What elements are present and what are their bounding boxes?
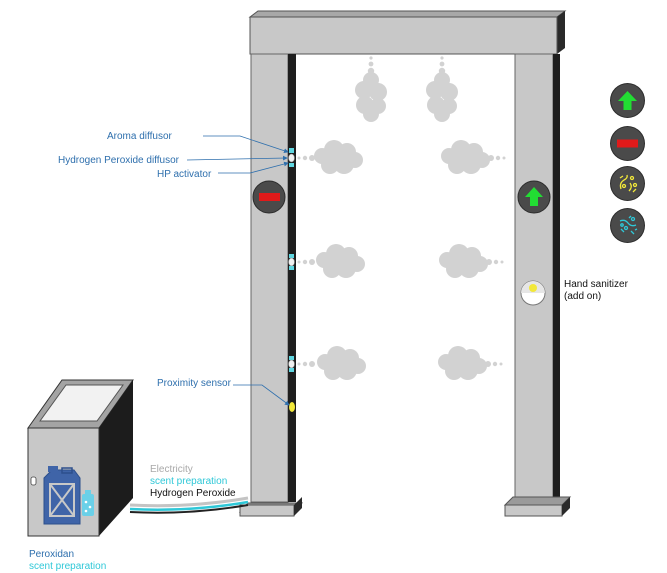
peroxidan-label: Peroxidan [29,549,75,560]
diffusor-nozzle-1 [288,148,295,167]
electricity-label: Electricity [150,464,193,475]
hydrogen-peroxide-label: Hydrogen Peroxide [150,488,236,499]
proximity-sensor-dot [289,402,295,412]
red-minus-icon[interactable] [611,127,644,160]
supply-hoses [129,496,249,514]
proximity-sensor-label: Proximity sensor [157,378,231,389]
jerrycan-icon [43,466,81,525]
mist-cloud-left-3 [297,346,366,380]
cyan-spray-icon[interactable] [611,209,644,242]
aroma-diffusor-label: Aroma diffusor [107,131,172,142]
hydrogen-peroxide-diffusor-label: Hydrogen Peroxide diffusor [58,155,179,166]
diffusor-nozzle-2 [288,254,295,270]
green-up-arrow-icon[interactable] [611,84,644,117]
yellow-spray-icon[interactable] [611,167,644,200]
hand-sanitizer [520,280,546,306]
mist-cloud-left-1 [297,140,363,174]
gate-go-indicator [517,180,551,214]
mist-cloud-right-1 [441,140,506,174]
hand-sanitizer-addon-label: (add on) [564,291,602,302]
hand-sanitizer-label: Hand sanitizer [564,279,628,290]
scent-preparation-hose-label: scent preparation [150,476,228,487]
mist-clouds [297,56,506,380]
scent-bottle-icon [82,490,94,516]
mist-cloud-left-2 [297,244,365,278]
mist-cloud-right-3 [438,346,503,380]
gate-stop-indicator [252,180,286,214]
gate-frame [238,10,572,517]
mist-cloud-right-2 [439,244,504,278]
scent-preparation-label: scent preparation [29,561,107,572]
mist-cloud-top-right [426,56,458,122]
hp-activator-label: HP activator [157,169,212,180]
peroxidan-machine [27,379,134,537]
diffusor-nozzle-3 [288,356,295,372]
mist-cloud-top-left [355,56,387,122]
leader-lines [186,135,290,406]
